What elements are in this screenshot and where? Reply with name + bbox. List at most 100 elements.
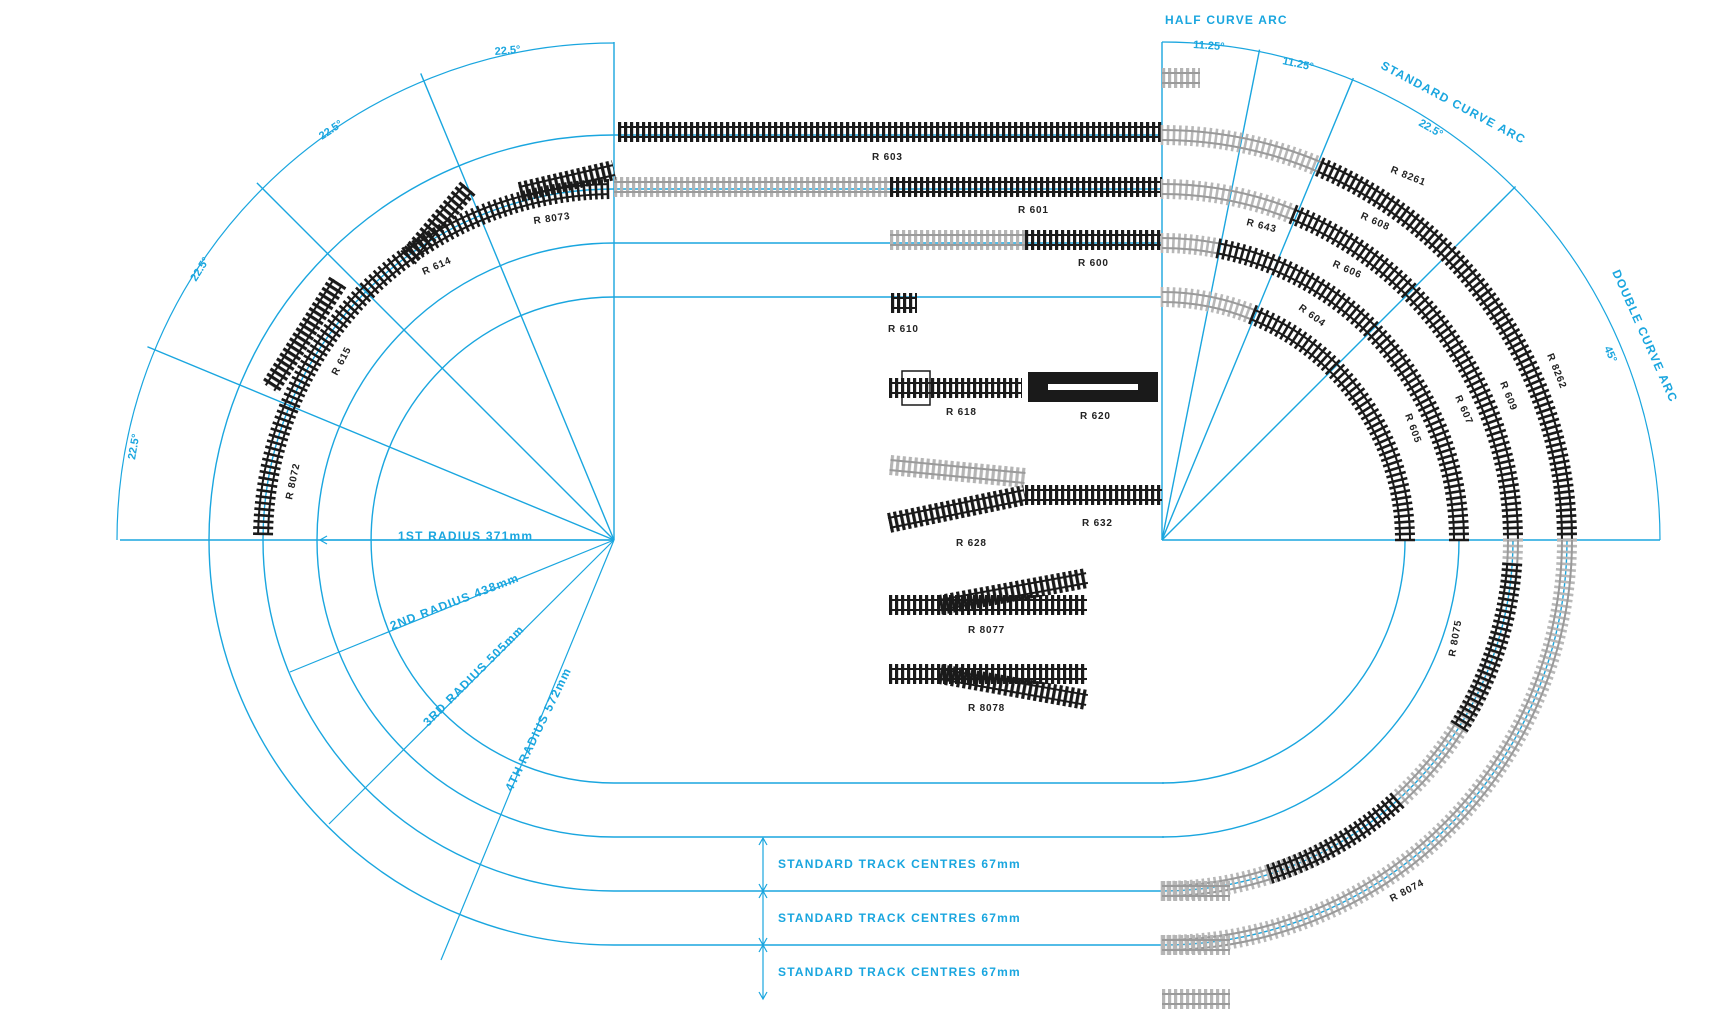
track-r8262-sleeper bbox=[1444, 250, 1461, 267]
track-r8262-grey-sleeper bbox=[1201, 127, 1207, 148]
track-r8073-sleeper bbox=[481, 203, 492, 223]
track-r8072-sleeper bbox=[276, 409, 297, 420]
track-bottom-grey-3-sleeper bbox=[1410, 771, 1427, 788]
track-r8075-sleeper bbox=[1467, 689, 1487, 701]
track-bottom-grey-3-sleeper bbox=[1502, 550, 1523, 554]
track-r8262-sleeper bbox=[1489, 307, 1508, 321]
track-top-grey-sleepers bbox=[1162, 68, 1200, 88]
track-r8262-sleeper bbox=[1460, 268, 1478, 284]
track-bottom-grey-4-sleeper bbox=[1464, 792, 1482, 808]
track-r8072-sleeper bbox=[253, 526, 274, 530]
radius-pointer-4 bbox=[440, 539, 615, 961]
track-r8262-sleeper bbox=[1523, 371, 1543, 383]
track-r607-sleeper bbox=[1409, 384, 1428, 397]
track-r601 bbox=[890, 177, 1162, 197]
track-bottom-grey-4-sleeper bbox=[1501, 739, 1520, 753]
track-r8262-sleeper bbox=[1555, 501, 1576, 507]
track-centres-label-1: STANDARD TRACK CENTRES 67mm bbox=[778, 857, 1021, 871]
track-r8262-grey-sleeper bbox=[1184, 125, 1188, 146]
track-bottom-grey-4-sleeper bbox=[1488, 759, 1507, 773]
track-r8262-sleeper bbox=[1468, 277, 1486, 293]
angle-label-left-2: 22.5° bbox=[317, 118, 345, 142]
track-r8262 bbox=[1315, 157, 1577, 542]
track-bottom-grey-4-sleeper bbox=[1527, 687, 1548, 698]
track-bottom-straight-3 bbox=[1162, 881, 1230, 901]
track-r8075-sleeper bbox=[1496, 602, 1517, 609]
track-r8075-sleeper bbox=[1495, 608, 1516, 615]
track-r609-sleeper bbox=[1496, 470, 1517, 478]
track-r614-rail-out bbox=[282, 237, 426, 407]
track-r8073-straight-rail-a bbox=[518, 164, 614, 189]
track-r605-sleeper bbox=[1387, 476, 1408, 485]
track-r610 bbox=[891, 293, 917, 313]
track-bottom-grey-4-sleeper bbox=[1264, 920, 1273, 941]
track-r8262-grey-sleeper bbox=[1298, 150, 1308, 171]
track-r8075-sleeper bbox=[1453, 714, 1472, 728]
track-r607-sleeper bbox=[1445, 489, 1466, 495]
track-r8072-sleeper bbox=[274, 415, 295, 425]
track-r614-branch-sleepers bbox=[400, 181, 476, 265]
track-r607-sleeper bbox=[1382, 343, 1400, 359]
track-r8262-sleeper bbox=[1551, 471, 1572, 478]
track-bottom-grey-4-sleeper bbox=[1452, 805, 1470, 822]
track-r8074-sleeper bbox=[1266, 863, 1275, 884]
track-r8072-sleeper bbox=[256, 488, 277, 494]
track-r632-sleepers bbox=[1025, 485, 1162, 505]
track-bottom-grey-4-sleeper bbox=[1498, 744, 1517, 758]
track-bottom-grey-4-sleeper bbox=[1341, 890, 1353, 910]
track-r605-sleeper bbox=[1369, 424, 1389, 436]
track-r8074-sleeper bbox=[1308, 846, 1320, 866]
track-r8262-sleeper bbox=[1325, 162, 1337, 182]
track-r614-sleeper bbox=[338, 304, 356, 320]
track-r605-rail-out bbox=[1254, 309, 1411, 541]
track-bottom-grey-4-sleeper bbox=[1303, 907, 1314, 928]
track-r608-grey-sleeper bbox=[1202, 181, 1208, 202]
track-r8262-grey-sleeper bbox=[1207, 127, 1213, 148]
track-r8074-sleeper bbox=[1282, 858, 1292, 878]
track-r608-grey-sleeper bbox=[1260, 194, 1269, 215]
track-r8262-sleeper bbox=[1541, 423, 1562, 432]
track-r615-branch-rail-a bbox=[273, 284, 344, 392]
track-r607-sleeper bbox=[1281, 261, 1293, 281]
track-r609-sleeper bbox=[1293, 207, 1305, 227]
track-r608-grey-rail-out bbox=[1161, 182, 1296, 211]
track-bottom-grey-4-sleeper bbox=[1510, 724, 1529, 737]
track-bottom-grey-3-sleeper bbox=[1258, 866, 1267, 887]
track-bottom-grey-4-sleeper bbox=[1400, 853, 1415, 871]
track-r609-sleeper bbox=[1500, 495, 1521, 501]
track-bottom-grey-4-sleeper bbox=[1545, 631, 1566, 639]
track-r605-sleeper bbox=[1384, 464, 1405, 474]
track-r8072 bbox=[253, 403, 299, 536]
track-r8262-sleeper bbox=[1331, 165, 1343, 185]
track-r8262-sleeper bbox=[1556, 520, 1577, 524]
track-r608-grey-sleeper bbox=[1225, 185, 1233, 206]
track-r607-sleeper bbox=[1243, 245, 1253, 266]
track-r632 bbox=[1025, 485, 1162, 505]
track-r607-sleeper bbox=[1435, 446, 1456, 456]
track-r605-sleeper bbox=[1393, 507, 1414, 513]
track-r609-sleeper bbox=[1501, 507, 1522, 513]
track-r608-grey-sleeper bbox=[1184, 179, 1189, 200]
track-bottom-grey-4-sleeper bbox=[1555, 567, 1576, 573]
track-r8262-sleeper bbox=[1556, 514, 1577, 518]
track-r8075-sleeper bbox=[1484, 646, 1505, 656]
angle-label-half-2: 11.25° bbox=[1281, 55, 1314, 73]
track-r607-sleeper bbox=[1375, 334, 1392, 350]
track-r8262-grey-sleeper bbox=[1270, 140, 1279, 161]
track-r614-sleeper bbox=[323, 323, 341, 338]
track-r605-sleeper bbox=[1258, 309, 1270, 330]
track-r8262-sleeper bbox=[1381, 195, 1396, 214]
track-r8075-sleeper bbox=[1459, 704, 1479, 717]
track-r609-sleeper bbox=[1365, 250, 1380, 268]
double-curve-arc-label: DOUBLE CURVE ARC bbox=[1609, 268, 1680, 405]
track-r605-rail-in bbox=[1250, 318, 1401, 541]
track-r8073-sleeper bbox=[453, 215, 465, 235]
track-bottom-grey-4-sleeper bbox=[1314, 903, 1325, 923]
track-r607-sleeper bbox=[1238, 244, 1247, 264]
track-bottom-grey-4-sleeper bbox=[1431, 826, 1448, 843]
track-r8262-grey-sleeper bbox=[1189, 126, 1195, 147]
track-bottom-grey-4-sleeper bbox=[1436, 822, 1453, 839]
track-r609-sleeper bbox=[1299, 209, 1310, 229]
angle-label-half-1: 11.25° bbox=[1193, 39, 1225, 53]
track-r608-grey-sleeper bbox=[1243, 189, 1251, 210]
